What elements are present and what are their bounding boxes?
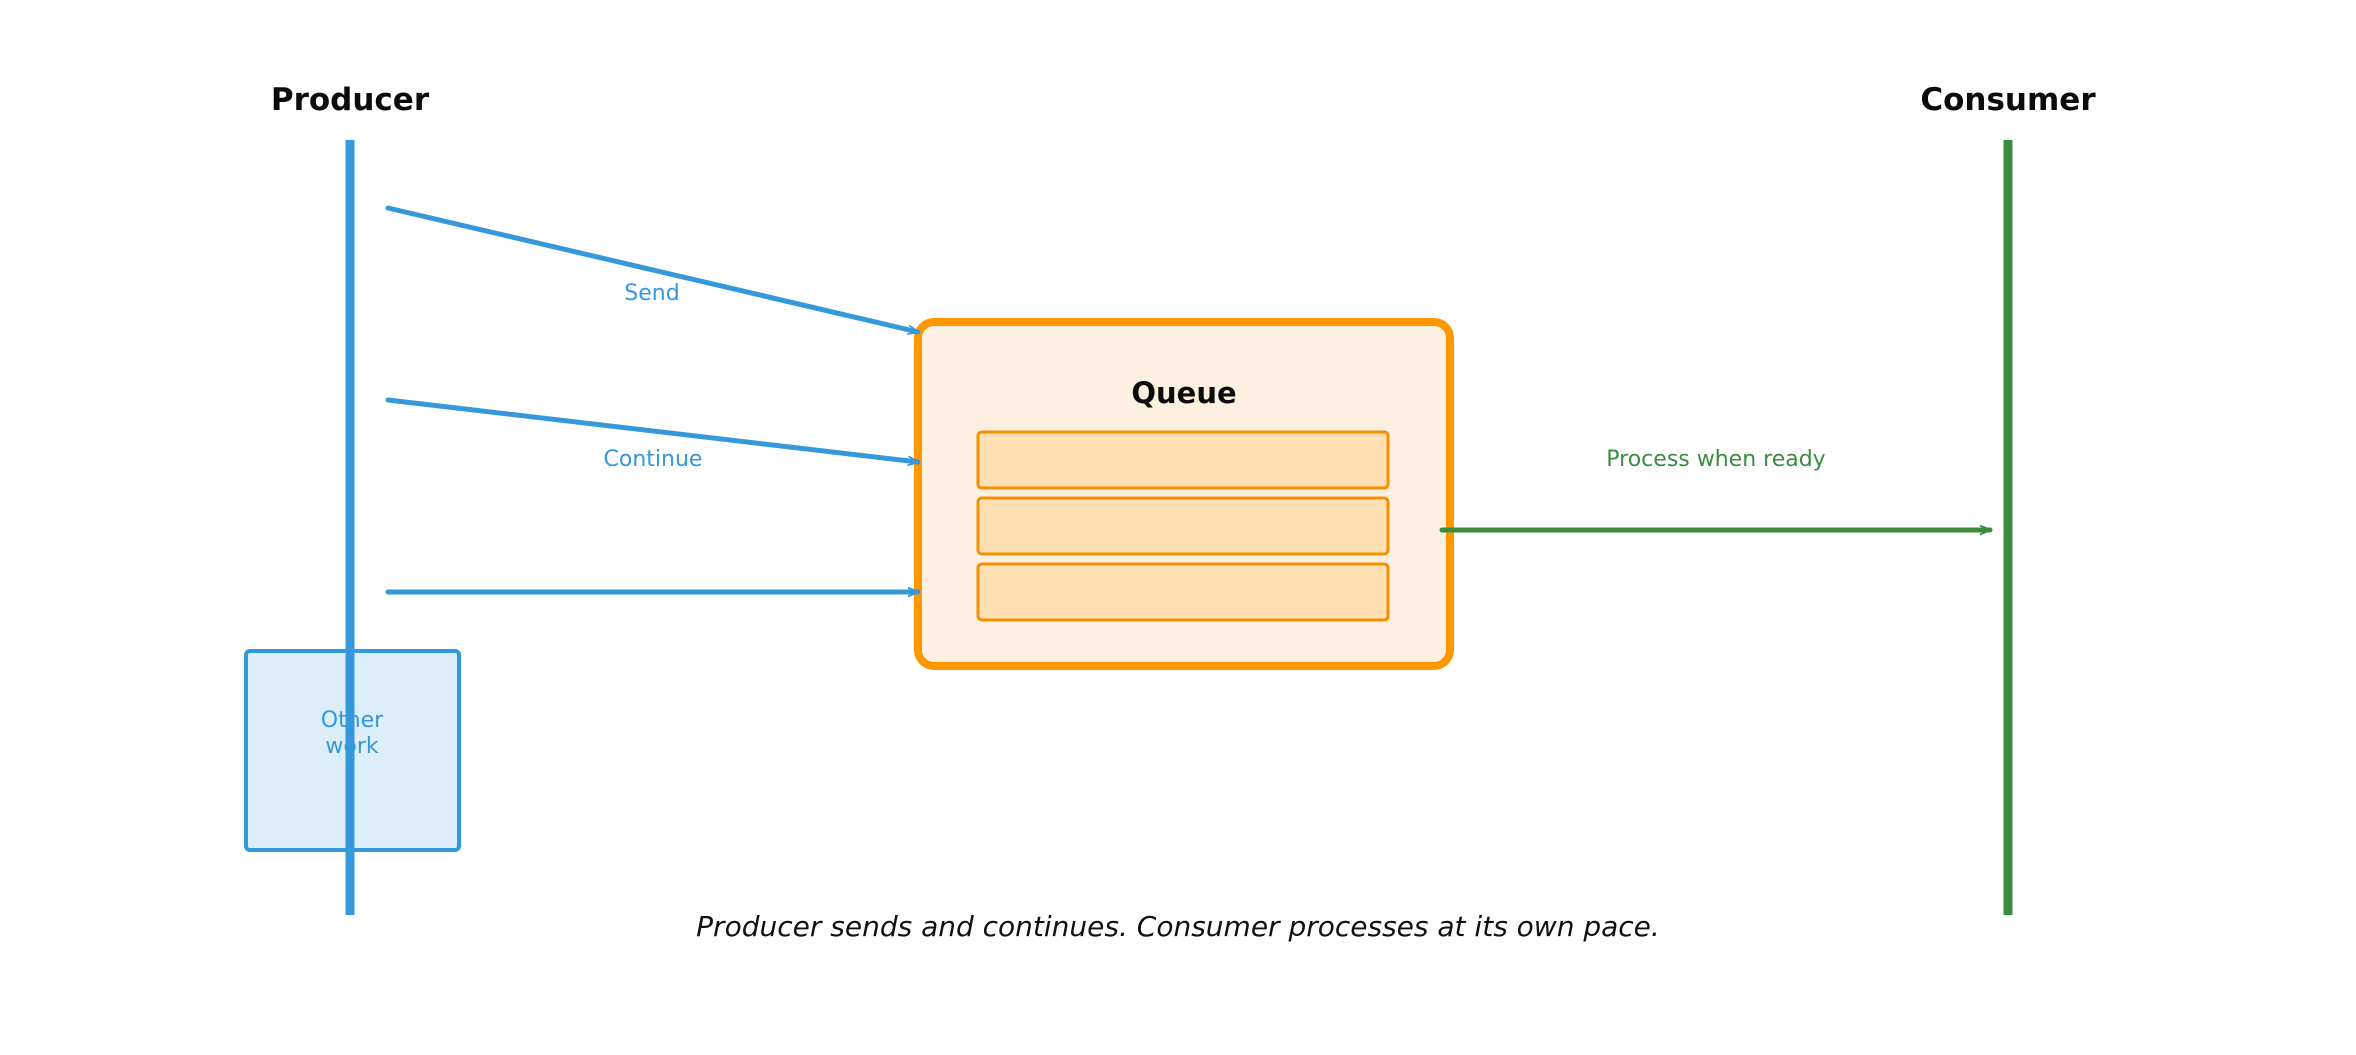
queue-title: Queue [1131, 376, 1236, 410]
queue-item-3[interactable] [976, 562, 1390, 622]
message-label-process: Process when ready [1606, 447, 1825, 472]
queue-item-1[interactable] [976, 430, 1390, 490]
queue-item-2[interactable] [976, 496, 1390, 556]
diagram-caption: Producer sends and continues. Consumer p… [696, 910, 1660, 943]
actor-header-consumer: Consumer [1920, 82, 2096, 118]
message-label-send: Send [624, 281, 679, 306]
actor-header-producer: Producer [271, 82, 430, 118]
message-label-continue: Continue [604, 447, 703, 472]
message-arrow-continue[interactable] [385, 397, 921, 462]
message-arrow-send[interactable] [385, 205, 921, 332]
